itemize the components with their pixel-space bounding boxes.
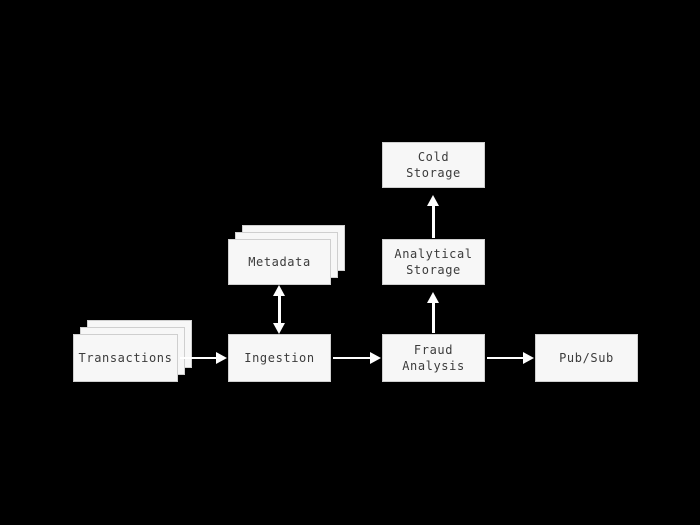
node-metadata[interactable]: Metadata	[228, 239, 331, 285]
edge-transactions-to-ingestion-arrowhead	[216, 352, 227, 364]
edge-ingestion-to-fraud-analysis-line	[333, 357, 370, 359]
edge-transactions-to-ingestion-line	[180, 357, 217, 359]
node-cold-storage-label: Cold Storage	[406, 150, 461, 180]
node-analytical-storage-label: Analytical Storage	[394, 247, 473, 277]
node-cold-storage[interactable]: Cold Storage	[382, 142, 485, 188]
edge-analytical-storage-to-cold-storage-arrowhead	[427, 195, 439, 206]
node-analytical-storage[interactable]: Analytical Storage	[382, 239, 485, 285]
node-transactions-label: Transactions	[78, 351, 173, 365]
edge-fraud-analysis-to-pub-sub-line	[487, 357, 524, 359]
node-ingestion[interactable]: Ingestion	[228, 334, 331, 382]
node-pub-sub-label: Pub/Sub	[559, 351, 614, 365]
edge-analytical-storage-to-cold-storage-line	[432, 205, 435, 238]
edge-metadata-ingestion-line	[278, 293, 281, 325]
node-transactions[interactable]: Transactions	[73, 334, 178, 382]
edge-fraud-analysis-to-analytical-storage-arrowhead	[427, 292, 439, 303]
node-fraud-analysis[interactable]: Fraud Analysis	[382, 334, 485, 382]
edge-metadata-ingestion-arrowhead-down	[273, 323, 285, 334]
node-metadata-label: Metadata	[248, 255, 311, 269]
node-fraud-analysis-label: Fraud Analysis	[402, 343, 465, 373]
edge-fraud-analysis-to-pub-sub-arrowhead	[523, 352, 534, 364]
node-ingestion-label: Ingestion	[244, 351, 315, 365]
edge-fraud-analysis-to-analytical-storage-line	[432, 302, 435, 333]
node-pub-sub[interactable]: Pub/Sub	[535, 334, 638, 382]
edge-metadata-ingestion-arrowhead-up	[273, 285, 285, 296]
edge-ingestion-to-fraud-analysis-arrowhead	[370, 352, 381, 364]
